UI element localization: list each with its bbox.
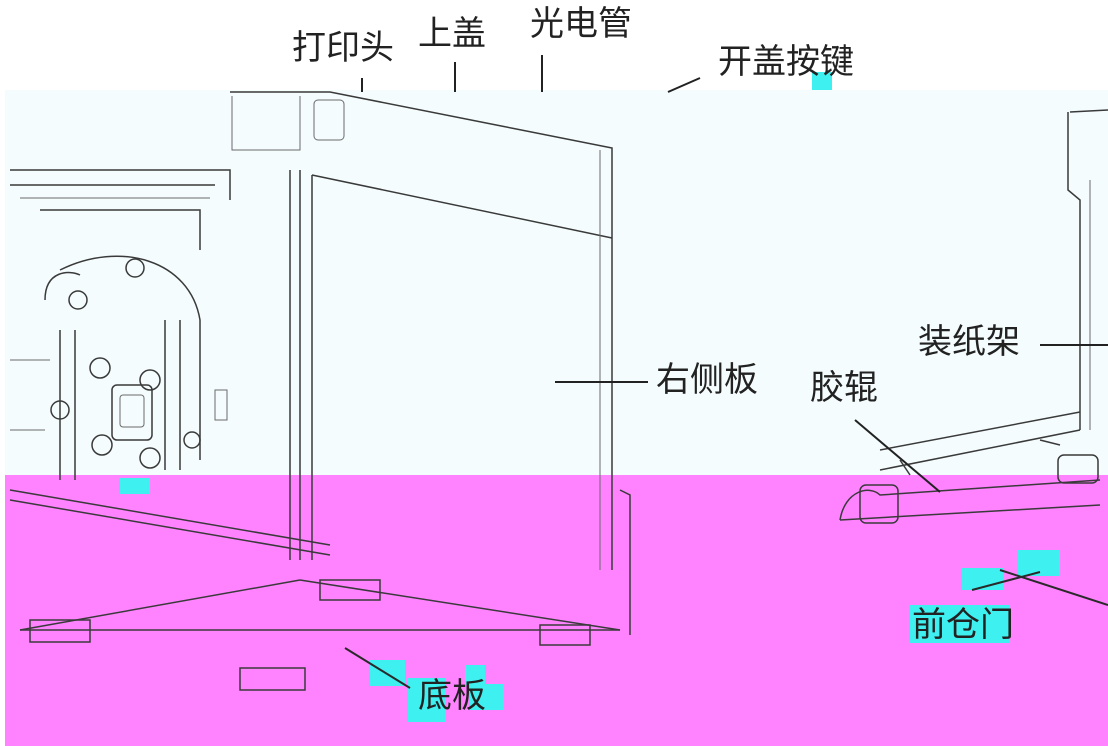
label-front-door: 前仓门 [912,605,1014,645]
label-cover-open-button: 开盖按键 [718,42,854,82]
printer-body [9,91,631,691]
label-photo-sensor: 光电管 [530,4,632,44]
label-paper-holder: 装纸架 [918,322,1020,362]
leader-lines [344,55,1108,689]
paper-holder-assembly [839,109,1108,524]
label-base-plate: 底板 [418,676,486,716]
magenta-region [5,475,1108,746]
label-top-cover: 上盖 [418,14,486,54]
upper-tint-region [5,90,1108,475]
label-rubber-roller: 胶辊 [810,368,878,408]
label-print-head: 打印头 [292,28,394,68]
label-right-side-panel: 右侧板 [656,360,758,400]
